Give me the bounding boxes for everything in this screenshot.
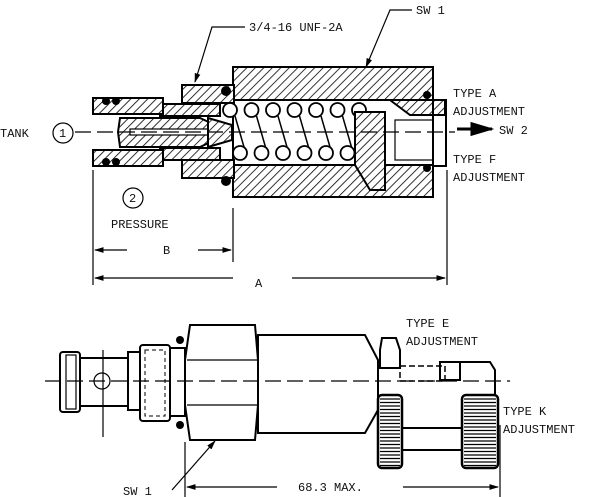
o-rings — [102, 86, 431, 186]
spring-coil — [286, 102, 303, 118]
tank-label: TANK — [0, 127, 30, 141]
port-1-circle — [52, 122, 74, 144]
type-e-shaft — [399, 365, 446, 382]
type-k-label: TYPE K — [503, 405, 547, 419]
spring-coil — [222, 102, 238, 118]
spring-coil — [296, 145, 313, 161]
nose-end — [59, 351, 81, 413]
overall-dimension-label: 68.3 MAX. — [298, 481, 363, 495]
dimension-b-label: B — [163, 244, 170, 258]
spring-coil — [308, 102, 324, 118]
sw1-side-label: SW 1 — [123, 485, 152, 497]
type-e-label: TYPE E — [406, 317, 449, 331]
spring-coil — [253, 145, 270, 161]
spring-coil — [329, 102, 346, 118]
spring-coil — [232, 145, 248, 161]
lock-nut — [379, 337, 401, 369]
pressure-label: PRESSURE — [111, 218, 169, 232]
port-2-circle — [122, 187, 144, 209]
adjuster-screw — [394, 119, 434, 161]
port-1-number: 1 — [59, 127, 66, 141]
side-view: TYPE E ADJUSTMENT TYPE K ADJUSTMENT SW 1… — [45, 317, 575, 497]
sw1-side-leader — [171, 440, 216, 491]
cartridge-nose — [92, 97, 233, 167]
main-body-section — [232, 66, 434, 198]
threaded-section — [159, 84, 235, 179]
dimension-a: A — [94, 170, 448, 291]
type-f-label: TYPE F — [453, 153, 496, 167]
overall-dimension: 68.3 MAX. — [184, 425, 501, 497]
thread-callout: 3/4-16 UNF-2A — [249, 21, 343, 35]
port-2-number: 2 — [129, 192, 136, 206]
thread-leader — [194, 26, 245, 83]
knurl-type-e — [376, 393, 404, 470]
sw2-label: SW 2 — [499, 124, 528, 138]
body — [257, 334, 379, 434]
section-view: 3/4-16 UNF-2A SW 1 TANK 1 2 PRESSURE TYP… — [0, 4, 528, 291]
spring-coil — [339, 145, 356, 161]
sw1-leader — [365, 9, 412, 68]
spring-coil — [243, 102, 260, 118]
port-section — [79, 357, 129, 407]
adjuster-cap — [387, 99, 446, 116]
type-e-adjustment-label: ADJUSTMENT — [406, 335, 478, 349]
spring-coil — [318, 145, 334, 161]
type-a-adjustment-label: ADJUSTMENT — [453, 105, 525, 119]
hex-sw1 — [184, 324, 259, 441]
type-a-label: TYPE A — [453, 87, 497, 101]
spring-coil — [265, 102, 281, 118]
type-k-adjustment-label: ADJUSTMENT — [503, 423, 575, 437]
knurl-type-k — [460, 393, 500, 470]
sw1-callout: SW 1 — [416, 4, 445, 18]
type-f-adjustment-label: ADJUSTMENT — [453, 171, 525, 185]
dimension-b: B — [92, 170, 234, 285]
dimension-a-label: A — [255, 277, 263, 291]
spring-coil — [275, 145, 291, 161]
